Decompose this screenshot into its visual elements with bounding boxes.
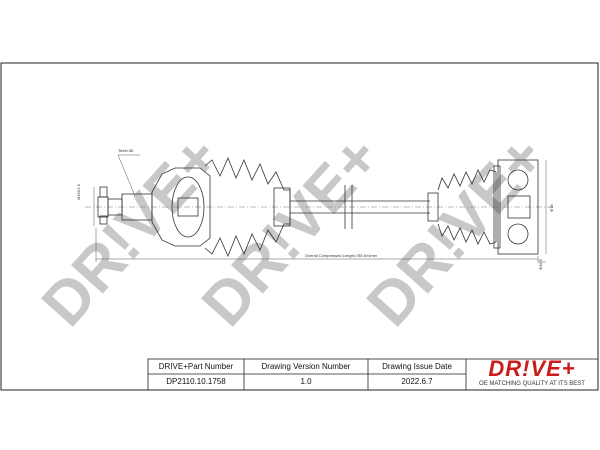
stub-washer [99,215,108,225]
header-issue-date: Drawing Issue Date [382,362,452,371]
shaft-assembly [85,156,555,258]
value-issue-date: 2022.6.7 [401,377,433,386]
outer-joint-core [177,197,199,217]
outer-joint-housing [151,167,211,247]
header-part-number: DRIVE+Part Number [158,362,234,371]
brand-logo: DR!VE+ [488,356,576,381]
inner-joint-roller-bottom [507,223,529,245]
inner-joint-housing [497,159,539,255]
value-part-number: DP2110.10.1758 [166,377,226,386]
outer-boot-clamp [273,187,291,227]
inner-joint-flange [493,165,501,249]
inner-boot-clamp [427,192,439,222]
inner-joint-spider [507,195,531,219]
header-version: Drawing Version Number [261,362,351,371]
length-label: Overall Compressed Length:785.5±4mm [305,253,378,258]
inner-joint-roller-top [507,169,529,191]
stub-nut [99,186,108,198]
value-version: 1.0 [300,377,312,386]
outer-joint-ball [171,176,205,238]
brand-block: DR!VE+ OE MATCHING QUALITY AT ITS BEST [466,358,598,390]
dimension-lines [93,154,547,263]
inner-boot [437,169,497,245]
teeth-label: Teeth:36 [118,148,134,153]
teeth-leader [117,154,136,197]
brand-tagline: OE MATCHING QUALITY AT ITS BEST [479,381,585,387]
